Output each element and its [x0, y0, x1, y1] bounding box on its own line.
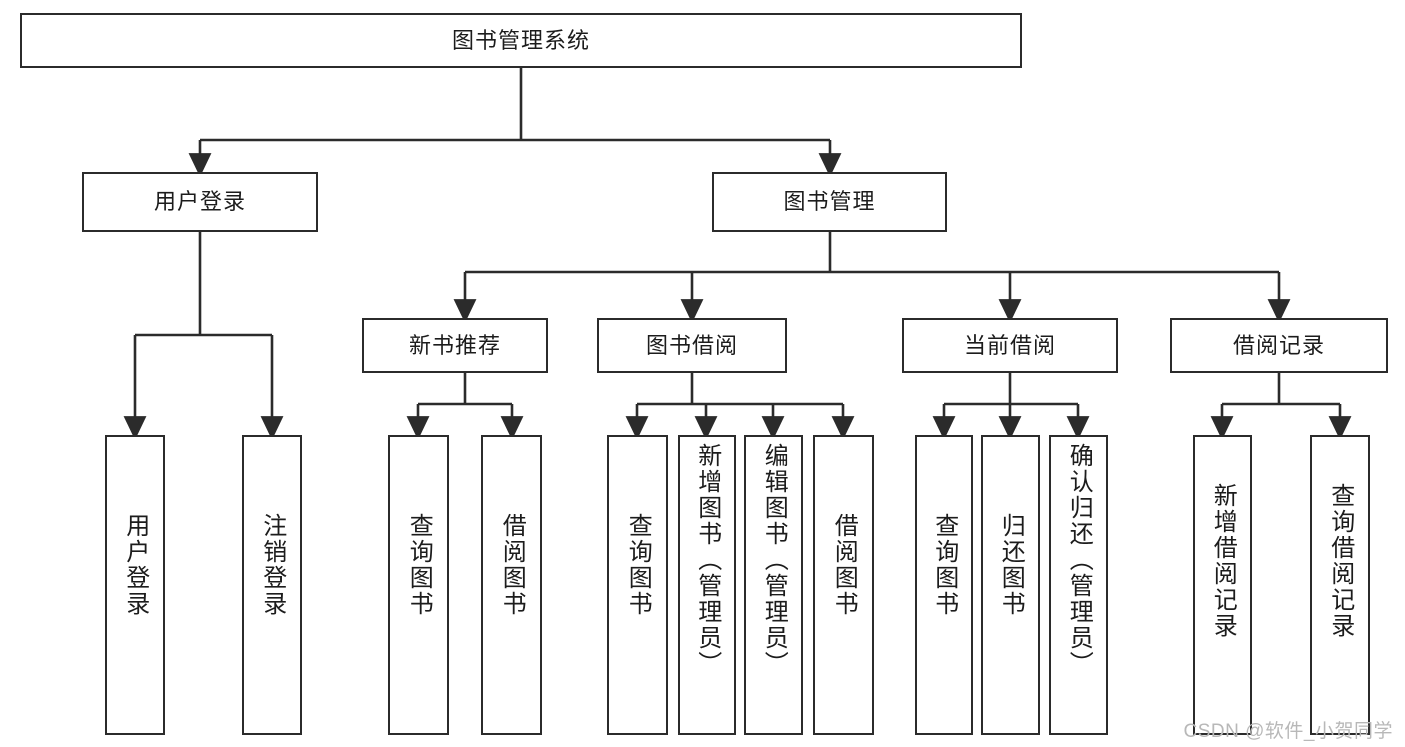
- leaf-borrow-record-add-record[interactable]: 新增借阅记录: [1193, 435, 1252, 735]
- node-label: 新增图书（管理员）: [693, 443, 721, 677]
- node-book-borrow[interactable]: 图书借阅: [597, 318, 787, 373]
- leaf-current-borrow-query-book[interactable]: 查询图书: [915, 435, 973, 735]
- watermark-text: CSDN @软件_小贺同学: [1183, 721, 1393, 742]
- node-label: 图书借阅: [645, 332, 738, 358]
- node-label: 图书管理: [783, 189, 876, 215]
- leaf-new-book-query-book[interactable]: 查询图书: [388, 435, 449, 735]
- node-label: 查询图书: [624, 513, 652, 617]
- node-label: 注销登录: [258, 513, 286, 617]
- node-label: 用户登录: [121, 513, 149, 617]
- node-label: 借阅图书: [830, 513, 858, 617]
- leaf-book-borrow-add-book-admin[interactable]: 新增图书（管理员）: [678, 435, 736, 735]
- leaf-user-login-signin[interactable]: 用户登录: [105, 435, 165, 735]
- leaf-current-borrow-confirm-return-admin[interactable]: 确认归还（管理员）: [1049, 435, 1108, 735]
- node-label: 查询借阅记录: [1326, 483, 1354, 639]
- node-book-management[interactable]: 图书管理: [712, 172, 947, 232]
- node-current-borrow[interactable]: 当前借阅: [902, 318, 1118, 373]
- node-label: 查询图书: [405, 513, 433, 617]
- node-label: 查询图书: [930, 513, 958, 617]
- leaf-user-login-logout[interactable]: 注销登录: [242, 435, 302, 735]
- leaf-borrow-record-query-record[interactable]: 查询借阅记录: [1310, 435, 1370, 735]
- leaf-book-borrow-borrow-book[interactable]: 借阅图书: [813, 435, 874, 735]
- node-label: 编辑图书（管理员）: [760, 443, 788, 677]
- leaf-new-book-borrow-book[interactable]: 借阅图书: [481, 435, 542, 735]
- node-label: 归还图书: [997, 513, 1025, 617]
- node-new-book-recommend[interactable]: 新书推荐: [362, 318, 548, 373]
- node-label: 新增借阅记录: [1209, 483, 1237, 639]
- node-root-book-management-system[interactable]: 图书管理系统: [20, 13, 1022, 68]
- leaf-book-borrow-query-book[interactable]: 查询图书: [607, 435, 668, 735]
- leaf-current-borrow-return-book[interactable]: 归还图书: [981, 435, 1040, 735]
- node-label: 用户登录: [153, 189, 246, 215]
- leaf-book-borrow-edit-book-admin[interactable]: 编辑图书（管理员）: [744, 435, 803, 735]
- node-borrow-record[interactable]: 借阅记录: [1170, 318, 1388, 373]
- node-label: 当前借阅: [963, 332, 1056, 358]
- node-label: 借阅记录: [1232, 332, 1325, 358]
- node-label: 确认归还（管理员）: [1065, 443, 1093, 677]
- node-user-login[interactable]: 用户登录: [82, 172, 318, 232]
- node-label: 新书推荐: [408, 332, 501, 358]
- node-label: 借阅图书: [498, 513, 526, 617]
- node-label: 图书管理系统: [451, 27, 590, 53]
